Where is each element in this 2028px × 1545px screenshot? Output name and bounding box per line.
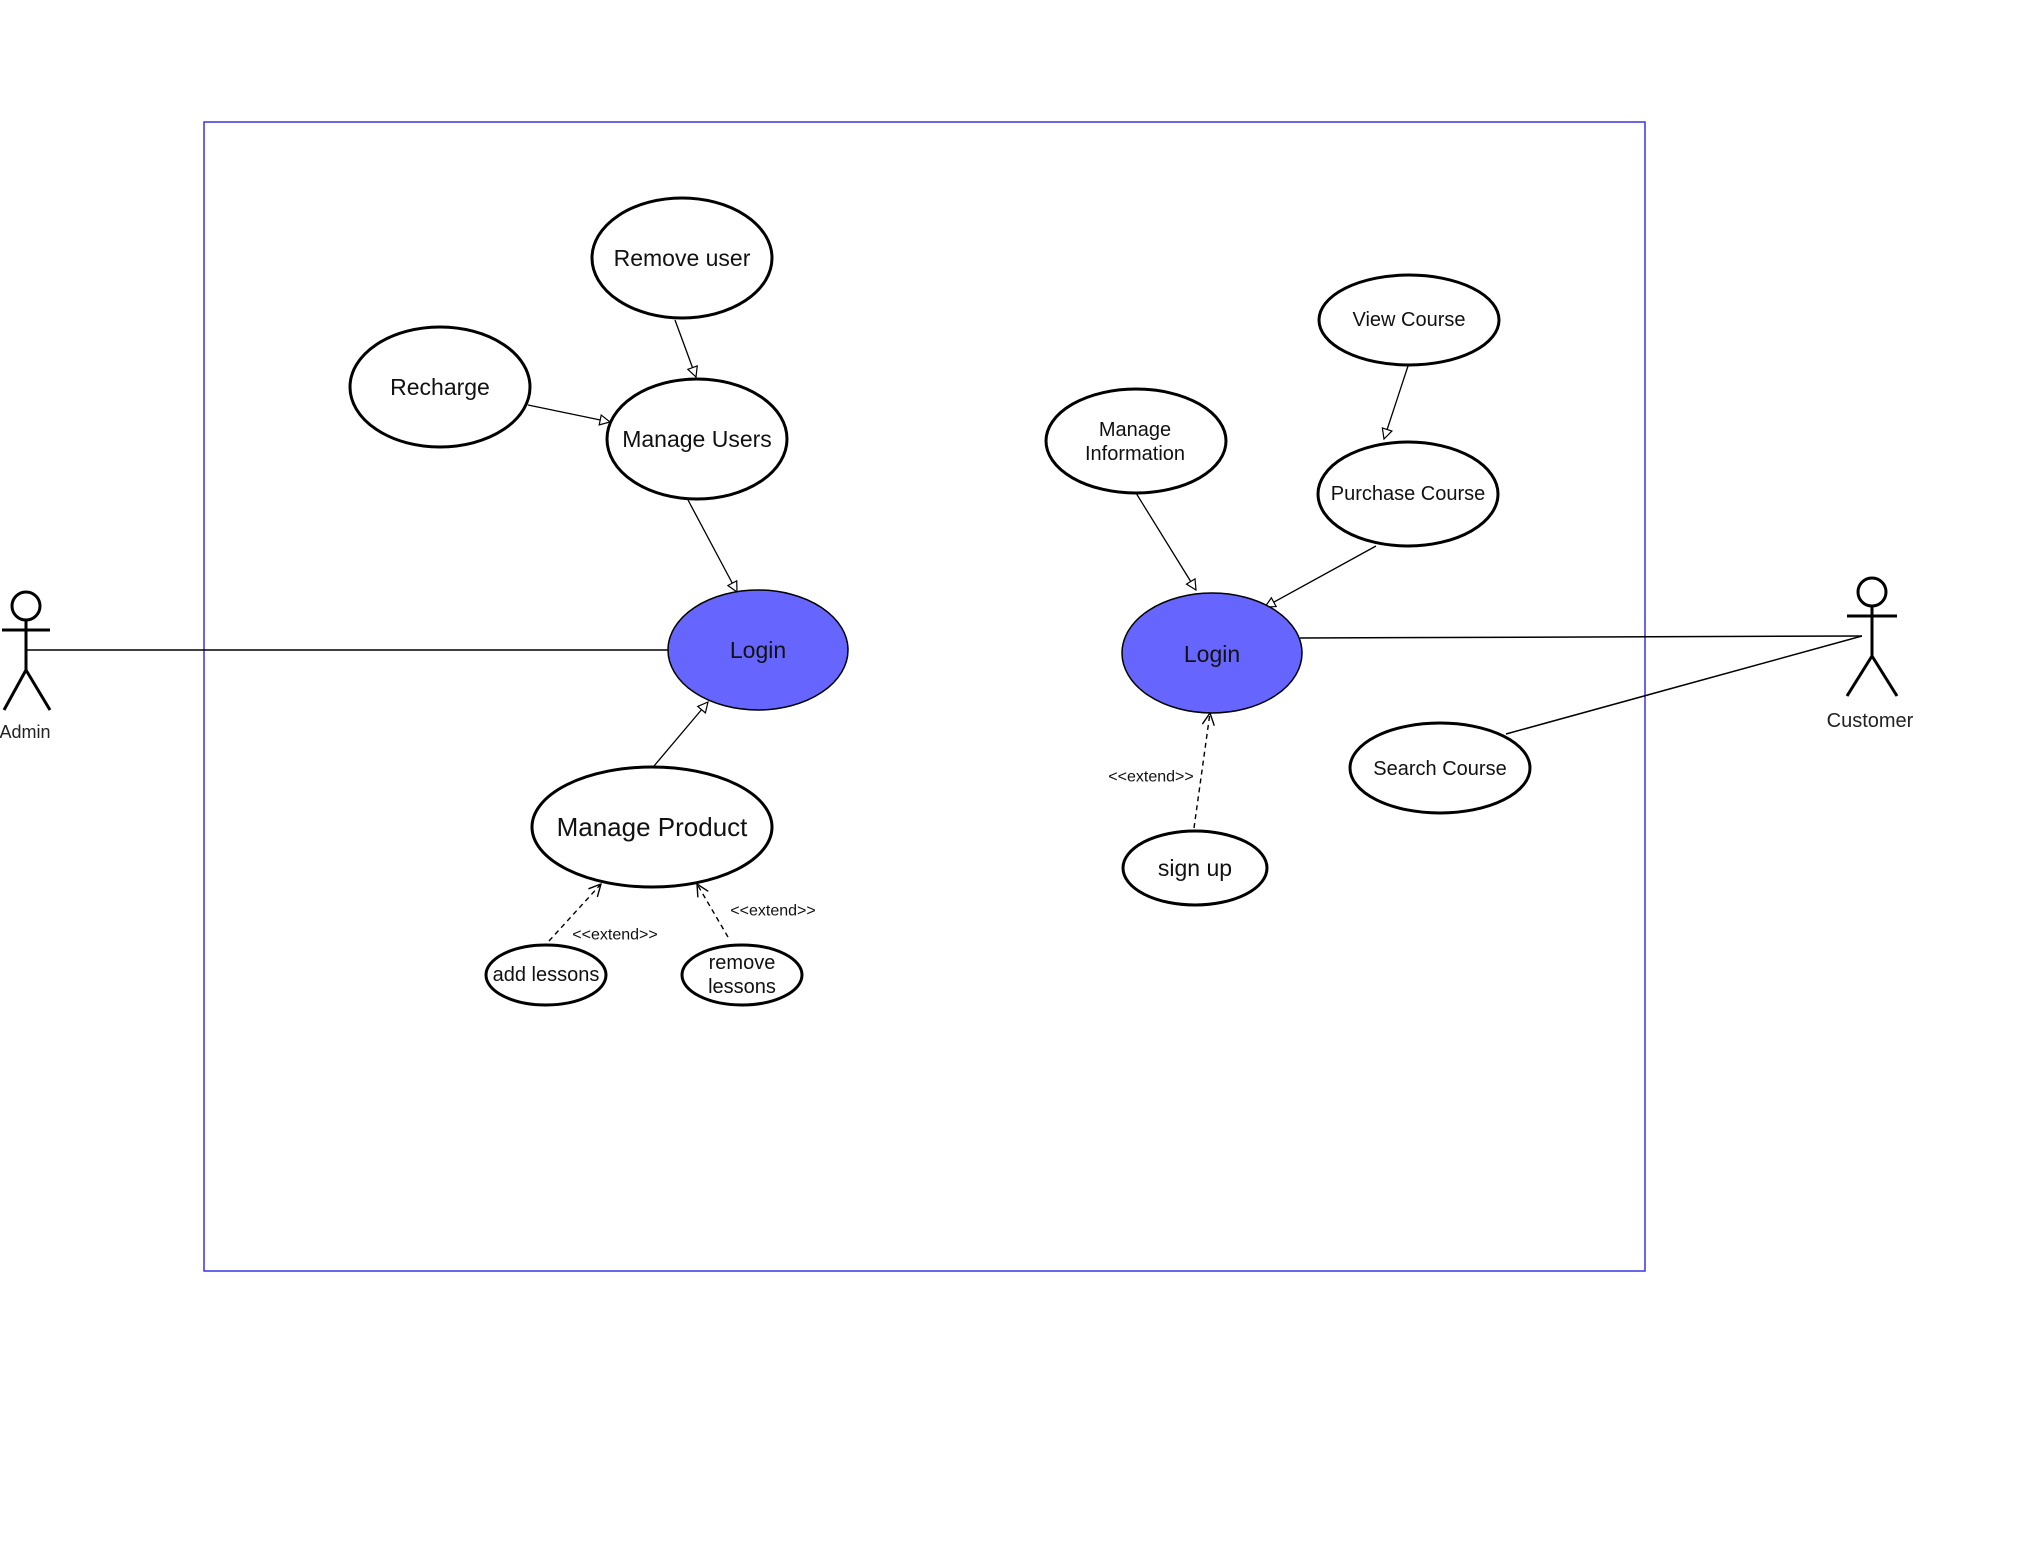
generalization-manageusers-login — [687, 499, 737, 592]
association-customer-login — [1299, 635, 1863, 639]
usecase-manage-users[interactable]: Manage Users — [605, 377, 789, 501]
extend-removelessons-manageproduct — [697, 884, 729, 938]
usecase-manage-product-label: Manage Product — [557, 812, 749, 842]
usecase-remove-user[interactable]: Remove user — [590, 196, 774, 320]
extend-label-remove-lessons: <<extend>> — [730, 903, 815, 920]
generalization-removeuser-manageusers — [674, 319, 696, 377]
usecase-manage-information-label-line2: Information — [1085, 443, 1185, 465]
usecase-purchase-course-label: Purchase Course — [1331, 483, 1486, 505]
usecase-view-course-label: View Course — [1352, 309, 1465, 331]
usecase-remove-lessons[interactable]: remove lessons — [680, 943, 804, 1007]
usecase-remove-lessons-label-line1: remove — [709, 952, 776, 974]
usecase-add-lessons-label: add lessons — [493, 964, 600, 986]
usecase-manage-product[interactable]: Manage Product — [530, 765, 774, 889]
usecase-remove-lessons-label-line2: lessons — [708, 976, 776, 998]
usecase-login-customer[interactable]: Login — [1121, 592, 1303, 714]
stick-figure-icon — [1845, 576, 1899, 697]
generalization-manageinfo-login — [1135, 492, 1196, 590]
extend-label-sign-up: <<extend>> — [1108, 769, 1193, 786]
generalization-manageproduct-login — [653, 702, 708, 767]
usecase-purchase-course[interactable]: Purchase Course — [1316, 440, 1500, 548]
usecase-search-course-label: Search Course — [1373, 758, 1506, 780]
generalization-recharge-manageusers — [527, 404, 610, 422]
usecase-manage-users-label: Manage Users — [622, 426, 772, 452]
usecase-sign-up[interactable]: sign up — [1121, 829, 1269, 907]
usecase-manage-information-label-line1: Manage — [1099, 419, 1171, 441]
extend-label-add-lessons: <<extend>> — [572, 927, 657, 944]
generalization-viewcourse-purchasecourse — [1384, 365, 1409, 439]
extend-signup-login — [1193, 713, 1210, 829]
actor-customer[interactable]: Customer — [1827, 576, 1914, 732]
usecase-login-customer-label: Login — [1184, 641, 1240, 667]
usecase-recharge[interactable]: Recharge — [348, 325, 532, 449]
actor-customer-label: Customer — [1827, 710, 1914, 732]
usecase-view-course[interactable]: View Course — [1317, 273, 1501, 367]
usecase-sign-up-label: sign up — [1158, 855, 1232, 881]
actor-admin[interactable]: Admin — [0, 590, 52, 742]
association-customer-searchcourse — [1505, 635, 1863, 735]
usecase-remove-user-label: Remove user — [614, 245, 751, 271]
usecase-recharge-label: Recharge — [390, 374, 490, 400]
usecase-add-lessons[interactable]: add lessons — [484, 943, 608, 1007]
stick-figure-icon — [2, 590, 52, 711]
extend-addlessons-manageproduct — [548, 884, 601, 942]
usecase-search-course[interactable]: Search Course — [1348, 721, 1532, 815]
generalization-purchasecourse-login — [1265, 545, 1377, 607]
usecase-manage-information[interactable]: Manage Information — [1044, 387, 1228, 495]
usecase-login-admin-label: Login — [730, 637, 786, 663]
usecase-login-admin[interactable]: Login — [667, 589, 849, 711]
actor-admin-label: Admin — [0, 722, 51, 742]
